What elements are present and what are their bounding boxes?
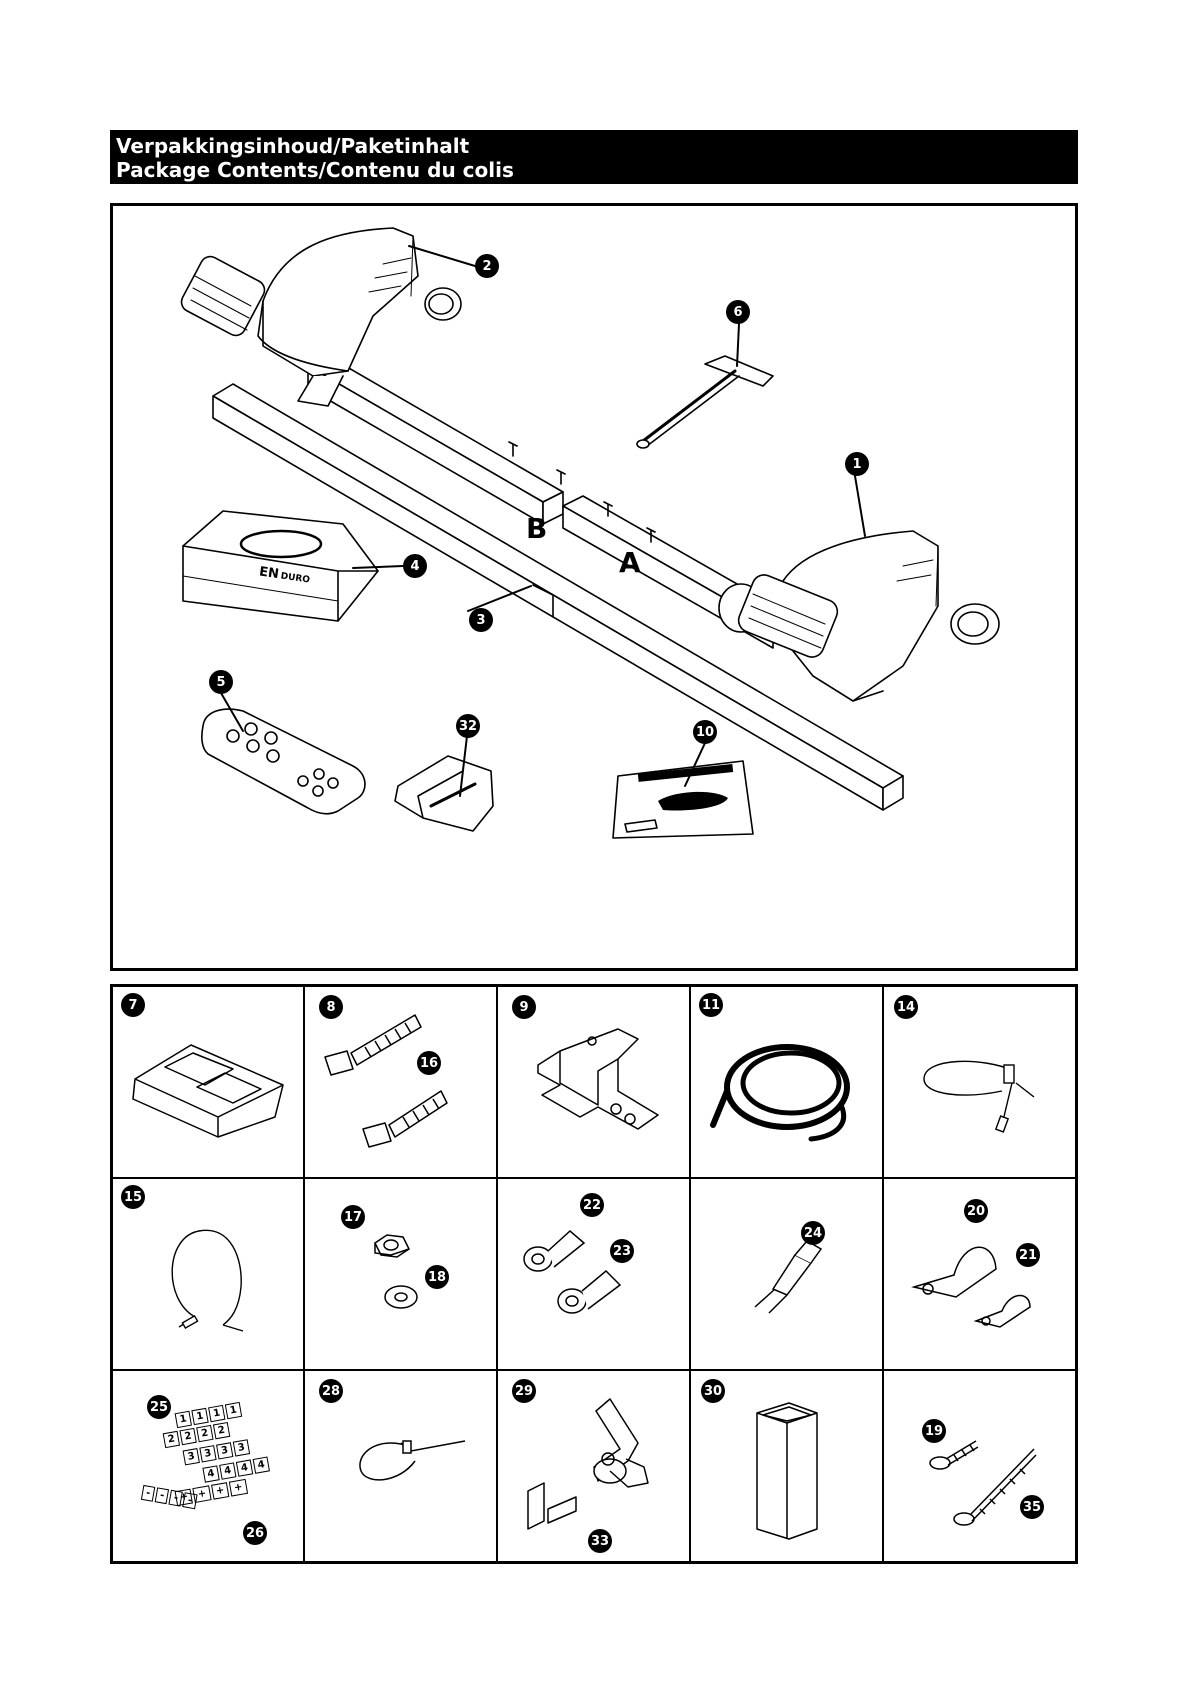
drive-unit-2 [178, 228, 461, 406]
fork-terminal-24-drawing [691, 1179, 882, 1369]
part-cell-9: 9 [498, 987, 689, 1177]
cable-marker: - [169, 1490, 184, 1507]
cable-marker: 4 [253, 1456, 270, 1473]
rail-letter-b: B [526, 512, 547, 545]
cable-marker: 2 [196, 1425, 213, 1442]
part-cell-7: 7 [113, 987, 303, 1177]
part-cell-19-35: 19 35 [884, 1371, 1075, 1561]
cable-marker: 4 [219, 1462, 236, 1479]
part-badge-25: 25 [147, 1395, 171, 1419]
cable-marker: - [183, 1492, 198, 1509]
part-badge-15: 15 [121, 1185, 145, 1209]
cable-marker: 3 [233, 1439, 250, 1456]
corrugated-hose-11-drawing [691, 987, 882, 1177]
part-cell-14: 14 [884, 987, 1075, 1177]
parts-grid: 7 8 16 9 11 [110, 984, 1078, 1564]
part-cell-28: 28 [305, 1371, 496, 1561]
t-handle-wrench-6 [637, 356, 773, 448]
callout-badge-10: 10 [693, 720, 717, 744]
cable-15-drawing [113, 1179, 303, 1369]
part-badge-33: 33 [588, 1529, 612, 1553]
part-badge-14: 14 [894, 995, 918, 1019]
callout-badge-3: 3 [469, 608, 493, 632]
part-badge-19: 19 [922, 1419, 946, 1443]
part-badge-22: 22 [580, 1193, 604, 1217]
part-badge-9: 9 [512, 995, 536, 1019]
rail-letter-a: A [619, 546, 641, 579]
part-badge-8: 8 [319, 995, 343, 1019]
title-line-2: Package Contents/Contenu du colis [116, 158, 1072, 182]
part-badge-7: 7 [121, 993, 145, 1017]
page-title: Verpakkingsinhoud/Paketinhalt Package Co… [110, 130, 1078, 184]
cable-marker: 3 [199, 1445, 216, 1462]
cable-marker: 1 [191, 1408, 208, 1425]
cable-marker: - [141, 1485, 156, 1502]
cable-marker: 4 [202, 1465, 219, 1482]
part-badge-23: 23 [610, 1239, 634, 1263]
part-cell-22-23: 22 23 [498, 1179, 689, 1369]
main-diagram-frame: 1 2 3 4 5 6 10 32 B A ENDURO [110, 203, 1078, 971]
screws-19-35-drawing [884, 1371, 1075, 1561]
part-cell-8-16: 8 16 [305, 987, 496, 1177]
callout-badge-5: 5 [209, 670, 233, 694]
part-badge-18: 18 [425, 1265, 449, 1289]
part-cell-17-18: 17 18 [305, 1179, 496, 1369]
part-badge-29: 29 [512, 1379, 536, 1403]
cable-marker: 2 [213, 1422, 230, 1439]
part-badge-16: 16 [417, 1051, 441, 1075]
remote-holder-32 [395, 756, 493, 831]
manual-booklet-10 [613, 761, 753, 838]
control-box-4 [183, 511, 378, 621]
part-badge-11: 11 [699, 993, 723, 1017]
part-badge-35: 35 [1020, 1495, 1044, 1519]
cable-marker: 2 [163, 1431, 180, 1448]
part-badge-28: 28 [319, 1379, 343, 1403]
nut-washer-17-18-drawing [305, 1179, 496, 1369]
cable-marker: - [155, 1487, 170, 1504]
part-badge-20: 20 [964, 1199, 988, 1223]
main-diagram-illustration [113, 206, 1075, 968]
callout-badge-6: 6 [726, 300, 750, 324]
remote-control-5 [202, 709, 365, 814]
part-badge-24: 24 [801, 1221, 825, 1245]
title-line-1: Verpakkingsinhoud/Paketinhalt [116, 134, 1072, 158]
part-badge-26: 26 [243, 1521, 267, 1545]
part-cell-20-21: 20 21 [884, 1179, 1075, 1369]
part-cell-15: 15 [113, 1179, 303, 1369]
cable-marker: + [229, 1479, 248, 1497]
cable-marker: 3 [216, 1442, 233, 1459]
callout-badge-1: 1 [845, 452, 869, 476]
part-badge-17: 17 [341, 1205, 365, 1229]
part-cell-30: 30 [691, 1371, 882, 1561]
callout-badge-2: 2 [475, 254, 499, 278]
cable-marker: 2 [179, 1428, 196, 1445]
callout-badge-32: 32 [456, 714, 480, 738]
part-cell-29-33: 29 33 [498, 1371, 689, 1561]
wedge-7-drawing [113, 987, 303, 1177]
callout-badge-4: 4 [403, 554, 427, 578]
drive-unit-1 [719, 531, 999, 701]
cable-marker: 1 [175, 1411, 192, 1428]
brand-logo-en: EN [258, 565, 280, 583]
part-badge-30: 30 [701, 1379, 725, 1403]
cable-marker: 3 [183, 1448, 200, 1465]
cable-marker: 1 [225, 1402, 242, 1419]
cable-marker: 4 [236, 1459, 253, 1476]
part-cell-24: 24 [691, 1179, 882, 1369]
inner-tube-b [308, 356, 563, 524]
part-cell-11: 11 [691, 987, 882, 1177]
cable-marker: 1 [208, 1405, 225, 1422]
part-badge-21: 21 [1016, 1243, 1040, 1267]
